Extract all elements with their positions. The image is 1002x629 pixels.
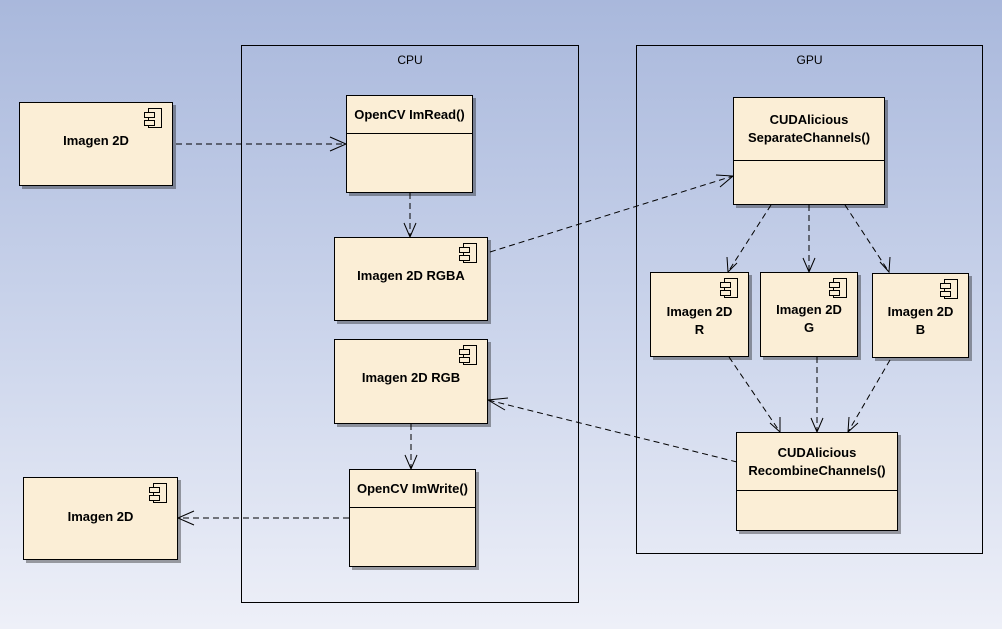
component-label: Imagen 2D: [67, 509, 134, 524]
channel-letter: B: [915, 322, 926, 337]
component-label-line: Imagen 2D: [666, 304, 733, 319]
arrow-recombine-to-rgb: [487, 399, 738, 463]
class-name-header: CUDAlicious SeparateChannels(): [734, 98, 884, 161]
component-label-line: Imagen 2D: [887, 304, 954, 319]
cpu-boundary-title: CPU: [397, 53, 423, 67]
channel-letter: G: [803, 320, 815, 335]
component-label: Imagen 2D: [63, 133, 129, 148]
class-name: SeparateChannels(): [747, 130, 871, 145]
cudalicious-separate-channels-class[interactable]: CUDAlicious SeparateChannels(): [733, 97, 885, 205]
image-rgba-component[interactable]: Imagen 2D RGBA: [334, 237, 488, 321]
class-name-header: CUDAlicious RecombineChannels(): [737, 433, 897, 491]
image-r-component[interactable]: Imagen 2D R: [650, 272, 749, 357]
image-b-component[interactable]: Imagen 2D B: [872, 273, 969, 358]
component-icon: [459, 345, 477, 365]
cpu-boundary: CPU: [241, 45, 579, 603]
component-icon: [829, 278, 847, 298]
opencv-imwrite-class[interactable]: OpenCV ImWrite(): [349, 469, 476, 567]
component-icon: [720, 278, 738, 298]
class-stereotype-line: CUDAlicious: [769, 112, 849, 127]
component-icon: [459, 243, 477, 263]
arrow-separate-to-b: [844, 204, 890, 273]
class-name: OpenCV ImRead(): [354, 106, 465, 122]
component-label: Imagen 2D B: [873, 303, 968, 339]
gpu-boundary: GPU: [636, 45, 983, 554]
component-label: Imagen 2D G: [761, 301, 857, 337]
output-image-component[interactable]: Imagen 2D: [23, 477, 178, 560]
channel-letter: R: [694, 322, 705, 337]
class-name-header: OpenCV ImWrite(): [350, 470, 475, 508]
class-name: RecombineChannels(): [748, 462, 886, 478]
class-name-header: OpenCV ImRead(): [347, 96, 472, 134]
class-name: OpenCV ImWrite(): [357, 480, 468, 496]
component-icon: [144, 108, 162, 128]
arrow-r-to-recombine: [728, 356, 781, 433]
component-label: Imagen 2D R: [651, 303, 748, 339]
class-stereotype-line: CUDAlicious: [777, 444, 857, 460]
gpu-boundary-title: GPU: [796, 53, 823, 67]
component-label: Imagen 2D RGB: [361, 370, 461, 385]
arrow-b-to-recombine: [847, 359, 891, 433]
opencv-imread-class[interactable]: OpenCV ImRead(): [346, 95, 473, 193]
component-icon: [940, 279, 958, 299]
image-rgb-component[interactable]: Imagen 2D RGB: [334, 339, 488, 424]
arrow-rgba-to-separate: [489, 175, 734, 253]
component-label-line: Imagen 2D: [776, 302, 842, 317]
component-icon: [149, 483, 167, 503]
image-g-component[interactable]: Imagen 2D G: [760, 272, 858, 357]
input-image-component[interactable]: Imagen 2D: [19, 102, 173, 186]
component-label: Imagen 2D RGBA: [357, 268, 465, 283]
cudalicious-recombine-channels-class[interactable]: CUDAlicious RecombineChannels(): [736, 432, 898, 531]
arrow-separate-to-r: [727, 204, 772, 273]
